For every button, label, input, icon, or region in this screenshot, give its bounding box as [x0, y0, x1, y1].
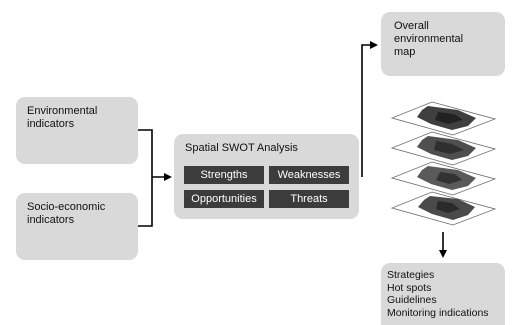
swot-title: Spatial SWOT Analysis	[185, 142, 298, 154]
environmental-indicators-box: Environmental indicators	[16, 97, 138, 164]
map-layer	[390, 131, 497, 166]
outputs-box: Strategies Hot spots Guidelines Monitori…	[381, 263, 505, 325]
swot-strengths: Strengths	[184, 166, 264, 184]
overall-environmental-map-box: Overall environmental map	[381, 12, 505, 76]
connector-socio-to-swot	[138, 177, 153, 227]
environmental-indicators-label: Environmental indicators	[27, 105, 98, 130]
map-layer	[390, 101, 497, 136]
socio-economic-indicators-box: Socio-economic indicators	[16, 193, 138, 260]
connector-env-to-swot	[138, 129, 153, 177]
overall-environmental-map-label: Overall environmental map	[394, 20, 464, 58]
swot-weaknesses: Weaknesses	[269, 166, 349, 184]
map-layer	[390, 161, 497, 196]
map-layer	[390, 191, 497, 226]
outputs-list: Strategies Hot spots Guidelines Monitori…	[387, 269, 489, 319]
socio-economic-indicators-label: Socio-economic indicators	[27, 201, 106, 226]
spatial-swot-analysis-box: Spatial SWOT Analysis Strengths Weakness…	[174, 134, 359, 219]
arrow-swot-to-map	[361, 41, 378, 177]
swot-opportunities: Opportunities	[184, 190, 264, 208]
swot-threats: Threats	[269, 190, 349, 208]
map-layer-stack	[390, 101, 497, 226]
